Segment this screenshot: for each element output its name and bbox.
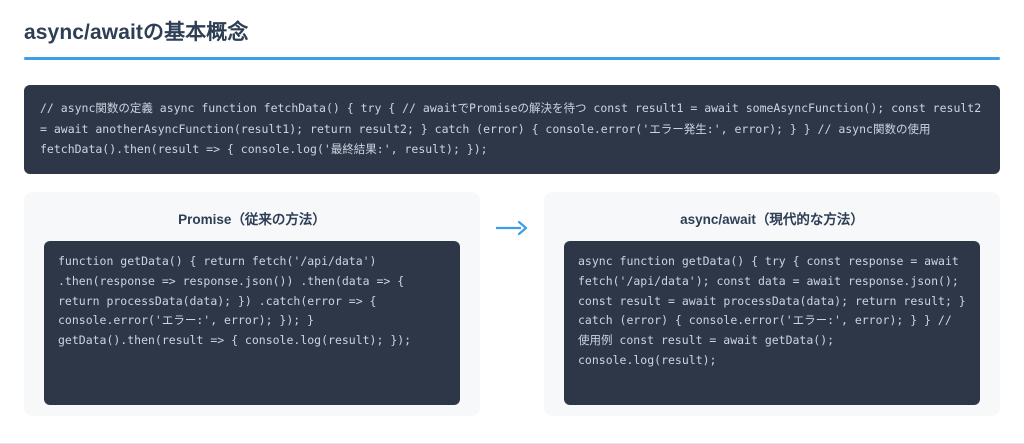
- arrow-right-icon: [480, 192, 544, 416]
- title-underline-divider: [24, 57, 1000, 60]
- main-code-text: // async関数の定義 async function fetchData()…: [40, 101, 982, 156]
- async-await-card: async/await（現代的な方法） async function getDa…: [544, 192, 1000, 416]
- promise-code-text: function getData() { return fetch('/api/…: [58, 254, 412, 348]
- promise-card: Promise（従来の方法） function getData() { retu…: [24, 192, 480, 416]
- async-await-code-block: async function getData() { try { const r…: [564, 241, 980, 405]
- comparison-section: Promise（従来の方法） function getData() { retu…: [24, 192, 1000, 416]
- main-code-block: // async関数の定義 async function fetchData()…: [24, 85, 1000, 174]
- async-await-card-title: async/await（現代的な方法）: [680, 212, 864, 227]
- promise-code-block: function getData() { return fetch('/api/…: [44, 241, 460, 405]
- page-title: async/awaitの基本概念: [24, 21, 249, 44]
- page-header: async/awaitの基本概念: [24, 18, 1000, 60]
- async-await-code-text: async function getData() { try { const r…: [578, 254, 966, 367]
- promise-card-title: Promise（従来の方法）: [178, 212, 326, 227]
